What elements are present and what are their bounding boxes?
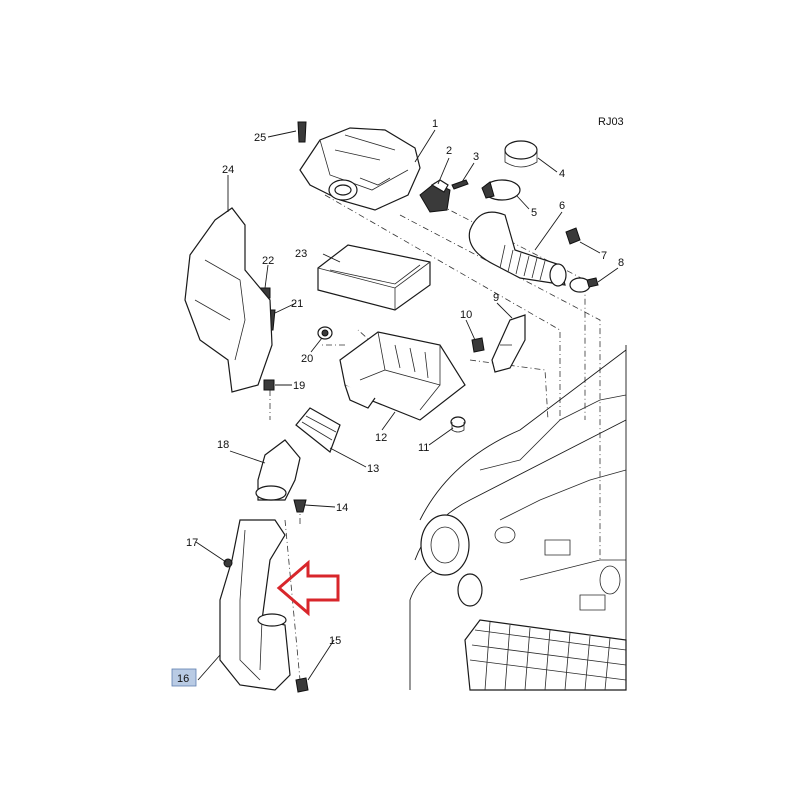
part-6-intake-hose	[468, 211, 567, 287]
part-3-screw	[451, 179, 469, 190]
part-13-duct	[295, 407, 341, 453]
callout-11: 11	[418, 442, 429, 454]
callout-25: 25	[254, 132, 266, 144]
part-23-filter-element	[317, 244, 431, 311]
part-8-hose-clamp	[569, 277, 599, 293]
part-15-nut	[295, 677, 309, 693]
part-20-grommet	[317, 326, 333, 340]
callout-21: 21	[291, 298, 303, 310]
part-2-sensor	[419, 179, 451, 213]
callout-10: 10	[460, 309, 472, 321]
callout-8: 8	[618, 257, 624, 269]
callout-19: 19	[293, 380, 305, 392]
part-25-bolt	[297, 121, 307, 143]
part-19-nut	[263, 379, 275, 391]
part-1-air-cleaner-cover	[299, 127, 421, 211]
diagram-code: RJ03	[598, 116, 624, 128]
callout-18: 18	[217, 439, 229, 451]
callout-24: 24	[222, 164, 234, 176]
callout-22: 22	[262, 255, 274, 267]
part-18-elbow	[255, 439, 301, 501]
callout-16-highlight	[171, 668, 197, 687]
part-4-clamp	[504, 140, 538, 168]
part-10-bolt	[471, 337, 485, 353]
callout-1: 1	[432, 118, 438, 130]
callout-3: 3	[473, 151, 479, 163]
callout-20: 20	[301, 353, 313, 365]
callout-5: 5	[531, 207, 537, 219]
callout-14: 14	[336, 502, 348, 514]
callout-labels: RJ03 1 2 3 4 5 6 7 8 9 10 11 12 13 14 15…	[177, 116, 624, 685]
part-7-clip	[565, 227, 581, 245]
leader-lines	[195, 129, 619, 681]
callout-13: 13	[367, 463, 379, 475]
part-14-push-pin	[293, 499, 307, 513]
callout-16: 16	[177, 673, 189, 685]
part-16-lower-duct	[219, 519, 291, 691]
part-9-bracket	[491, 314, 526, 373]
callout-7: 7	[601, 250, 607, 262]
callout-15: 15	[329, 635, 341, 647]
part-24-bracket	[184, 207, 273, 393]
callout-23: 23	[295, 248, 307, 260]
part-17-clip	[223, 558, 233, 568]
callout-9: 9	[493, 292, 499, 304]
vehicle-front-end	[409, 345, 627, 691]
part-12-air-cleaner-housing	[339, 331, 466, 421]
callout-4: 4	[559, 168, 565, 180]
part-5-clamp	[481, 179, 521, 201]
callout-12: 12	[375, 432, 387, 444]
part-11-grommet	[450, 416, 466, 433]
callout-6: 6	[559, 200, 565, 212]
indicator-arrow	[276, 559, 340, 617]
callout-2: 2	[446, 145, 452, 157]
callout-17: 17	[186, 537, 198, 549]
red-arrow-icon	[276, 559, 340, 617]
